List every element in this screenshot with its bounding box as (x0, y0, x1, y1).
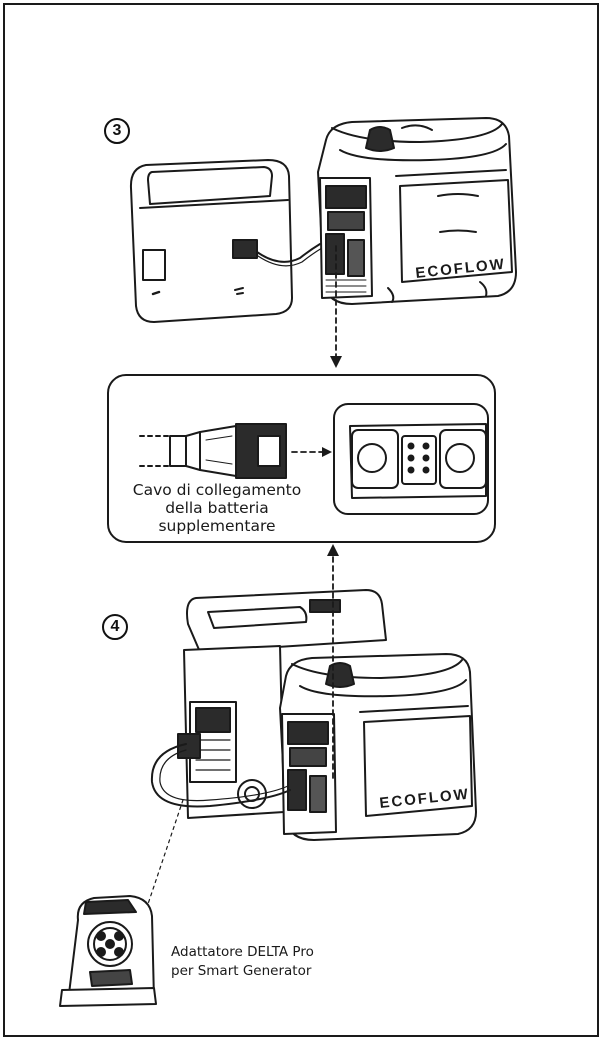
cable-label: Cavo di collegamento della batteria supp… (112, 481, 322, 535)
cable-step3 (256, 243, 321, 263)
smart-generator-step4 (279, 653, 477, 841)
diagram-frame (3, 3, 599, 1037)
cable-step4 (150, 743, 291, 808)
detail-callout-box (107, 374, 496, 543)
step-4-marker: 4 (102, 614, 128, 640)
adapter-label-line-1: Adattatore DELTA Pro (171, 944, 314, 960)
step-3-marker: 3 (104, 118, 130, 144)
smart-generator-step3 (317, 117, 517, 305)
adapter-label-line-2: per Smart Generator (171, 963, 312, 979)
cable-connector-detail (139, 423, 287, 479)
delta-pro-adapter (59, 895, 157, 1007)
cable-label-line-3: supplementare (158, 517, 276, 535)
cable-label-line-2: della batteria (165, 499, 269, 517)
extra-battery-step4 (177, 589, 387, 819)
adapter-label: Adattatore DELTA Pro per Smart Generator (171, 943, 371, 981)
extra-battery-step3 (129, 159, 293, 323)
cable-label-line-1: Cavo di collegamento (132, 481, 302, 499)
adapter-guide-line (147, 799, 184, 905)
port-panel-detail (333, 403, 489, 515)
